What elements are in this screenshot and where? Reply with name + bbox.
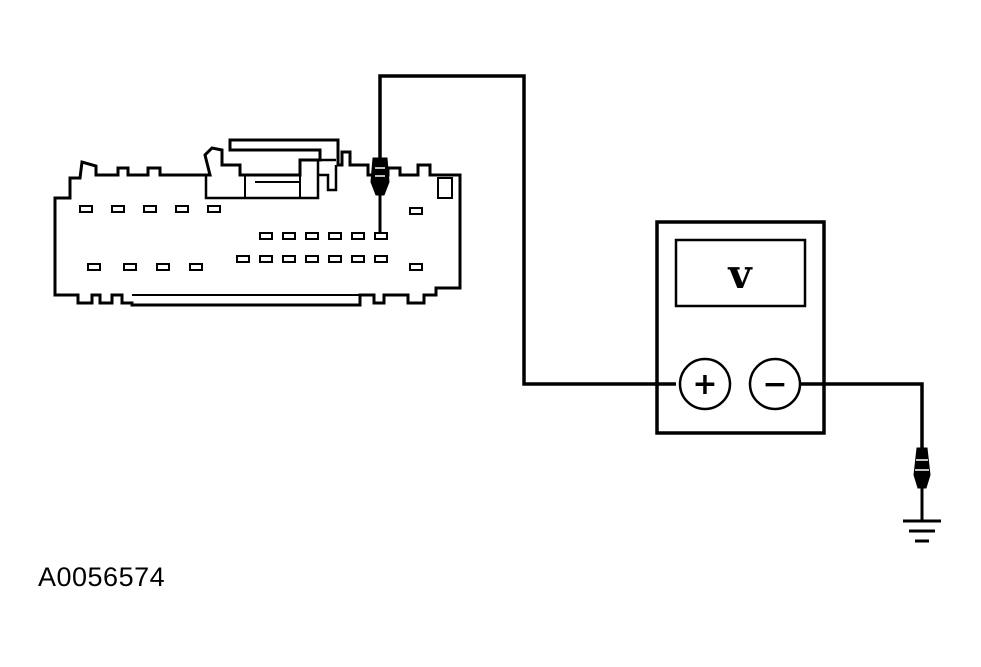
meter-display: [674, 238, 807, 308]
positive-lead-wire: [378, 74, 676, 386]
figure-reference: A0056574: [38, 562, 166, 592]
voltmeter: v + −: [655, 220, 826, 435]
positive-terminal: [678, 357, 732, 411]
ground-clip: [913, 447, 931, 520]
terminal-cavities: [79, 205, 423, 271]
positive-terminal-label: +: [692, 367, 717, 402]
back-probe: [370, 157, 390, 233]
connector-latch: [204, 158, 338, 200]
meter-display-symbol: v: [727, 251, 753, 298]
connector: [53, 138, 462, 307]
connector-body: [53, 138, 462, 307]
ground-symbol: [903, 519, 941, 543]
negative-lead-wire: [800, 382, 924, 448]
negative-terminal-label: −: [762, 367, 787, 402]
meter-body: [655, 220, 826, 435]
